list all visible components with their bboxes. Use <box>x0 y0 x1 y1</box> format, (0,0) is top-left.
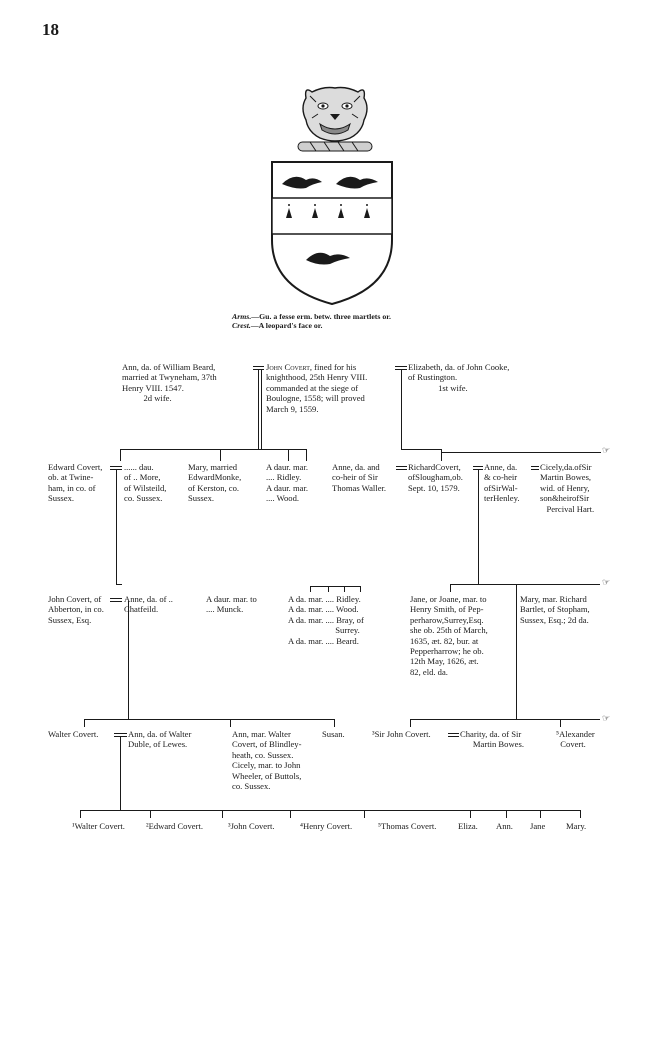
anne-waller-entry: Anne, da. and co-heir of Sir Thomas Wall… <box>332 462 387 493</box>
elizabeth-cooke-entry: Elizabeth, da. of John Cooke, of Rusting… <box>408 362 510 393</box>
mary-monke-entry: Mary, married EdwardMonke, of Kerston, c… <box>188 462 242 504</box>
mary-bartlet-entry: Mary, mar. Richard Bartlet, of Stopham, … <box>520 594 590 625</box>
anne-chatfeild-entry: Anne, da. of .. Chatfeild. <box>124 594 173 615</box>
cicely-bowes-entry: Cicely,da.ofSir Martin Bowes, wid. of He… <box>540 462 595 514</box>
child-edward: ²Edward Covert. <box>146 821 203 831</box>
continuation-pointer-icon-2: ☞ <box>602 577 611 587</box>
alexander-covert-entry: ⁵Alexander Covert. <box>556 729 595 750</box>
arms-label: Arms. <box>232 312 252 321</box>
arms-text: —Gu. a fesse erm. betw. three martlets o… <box>251 312 391 321</box>
child-thomas: ⁵Thomas Covert. <box>378 821 437 831</box>
ann-duble-entry: Ann, da. of Walter Duble, of Lewes. <box>128 729 192 750</box>
dau-more-entry: ...... dau. of .. More, of Wilsteild, co… <box>124 462 167 504</box>
john-covert-name: John Covert <box>266 362 310 372</box>
coat-of-arms-shield-icon <box>271 161 393 306</box>
john-covert-text: , fined for his knighthood, 25th Henry V… <box>266 362 368 414</box>
continuation-pointer-icon: ☞ <box>602 445 611 455</box>
susan-entry: Susan. <box>322 729 345 739</box>
jane-smith-entry: Jane, or Joane, mar. to Henry Smith, of … <box>410 594 488 677</box>
child-john: ³John Covert. <box>228 821 275 831</box>
page-number: 18 <box>42 20 59 39</box>
da-list-entry: A da. mar. .... Ridley. A da. mar. .... … <box>288 594 364 646</box>
child-walter: ¹Walter Covert. <box>72 821 125 831</box>
child-mary: Mary. <box>566 821 587 831</box>
continuation-pointer-icon-3: ☞ <box>602 713 611 723</box>
daur-ridley-wood-entry: A daur. mar. .... Ridley. A daur. mar. .… <box>266 462 309 504</box>
child-jane: Jane <box>530 821 546 831</box>
richard-covert-entry: RichardCovert, ofSlougham,ob. Sept. 10, … <box>408 462 463 493</box>
charity-bowes-entry: Charity, da. of Sir Martin Bowes. <box>460 729 524 750</box>
edward-covert-entry: Edward Covert, ob. at Twine- ham, in co.… <box>48 462 103 504</box>
child-henry: ⁴Henry Covert. <box>300 821 353 831</box>
crest-label: Crest. <box>232 321 251 330</box>
john-covert-abberton-entry: John Covert, of Abberton, in co. Sussex,… <box>48 594 104 625</box>
crest-text: —A leopard's face or. <box>250 321 323 330</box>
john-covert-entry: John Covert, fined for his knighthood, 2… <box>266 362 367 414</box>
ann-beard-entry: Ann, da. of William Beard, married at Tw… <box>122 362 217 404</box>
anne-henley-entry: Anne, da. & co-heir ofSirWal- terHenley. <box>484 462 520 504</box>
leopard-face-crest-icon <box>297 86 373 152</box>
ann-cicely-entry: Ann, mar. Walter Covert, of Blindley- he… <box>232 729 302 792</box>
child-eliza: Eliza. <box>458 821 478 831</box>
daur-munck-entry: A daur. mar. to .... Munck. <box>206 594 257 615</box>
arms-caption: Arms.—Gu. a fesse erm. betw. three martl… <box>232 312 391 330</box>
sir-john-covert-entry: ³Sir John Covert. <box>372 729 431 739</box>
walter-covert-entry: Walter Covert. <box>48 729 99 739</box>
child-ann: Ann. <box>496 821 513 831</box>
